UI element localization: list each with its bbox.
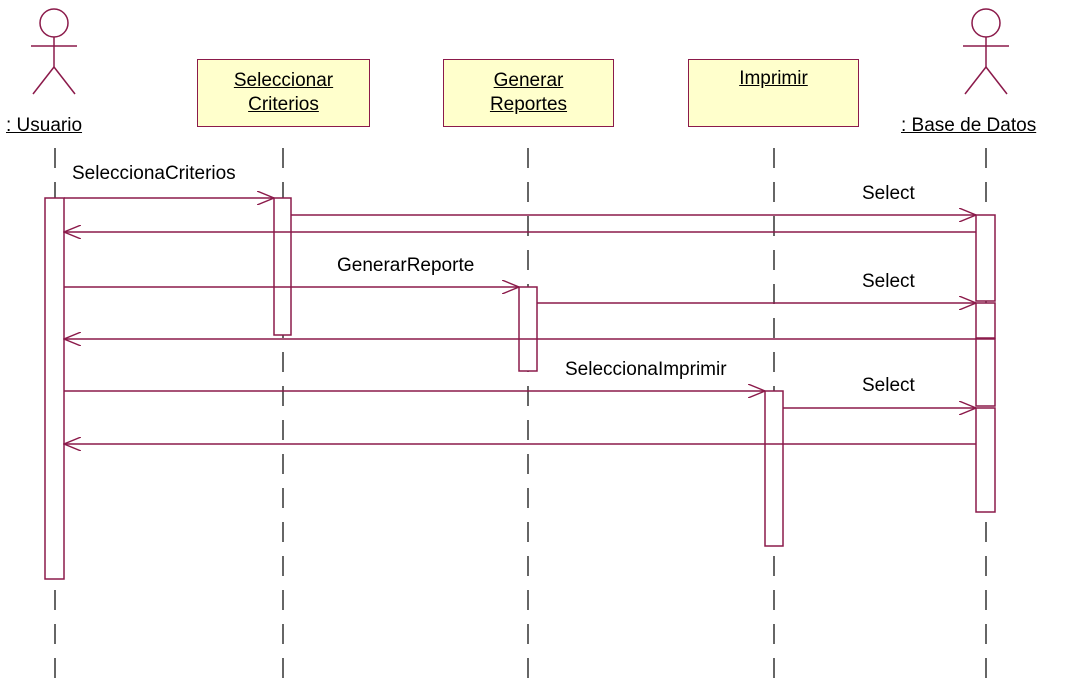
- message-label-select-1: Select: [862, 183, 915, 204]
- actor-base-de-datos-icon: [963, 8, 1009, 95]
- actor-usuario-icon: [31, 8, 77, 95]
- object-seleccionar-criterios-line2: Criterios: [248, 94, 319, 115]
- activation-usuario: [44, 197, 65, 580]
- message-label-selecciona-criterios: SeleccionaCriterios: [72, 163, 236, 184]
- message-label-select-2: Select: [862, 271, 915, 292]
- object-imprimir-line1: Imprimir: [739, 68, 808, 89]
- object-imprimir: Imprimir: [688, 59, 859, 127]
- object-generar-reportes-line1: Generar: [493, 70, 564, 91]
- message-label-select-3: Select: [862, 375, 915, 396]
- activation-base-de-datos-2: [975, 302, 996, 339]
- object-generar-reportes: Generar Reportes: [443, 59, 614, 127]
- activation-base-de-datos-1: [975, 214, 996, 302]
- object-seleccionar-criterios-line1: Seleccionar: [233, 70, 334, 91]
- activation-base-de-datos-3: [975, 338, 996, 407]
- message-label-generar-reporte: GenerarReporte: [337, 255, 475, 276]
- message-label-selecciona-imprimir: SeleccionaImprimir: [565, 359, 727, 380]
- activation-generar-reportes: [518, 286, 538, 372]
- object-generar-reportes-line2: Reportes: [489, 94, 568, 115]
- activation-imprimir: [764, 390, 784, 547]
- actor-base-de-datos-label: : Base de Datos: [901, 115, 1037, 136]
- actor-usuario-label: : Usuario: [6, 115, 83, 136]
- activation-seleccionar-criterios: [273, 197, 292, 336]
- activation-base-de-datos-4: [975, 407, 996, 513]
- object-seleccionar-criterios: Seleccionar Criterios: [197, 59, 370, 127]
